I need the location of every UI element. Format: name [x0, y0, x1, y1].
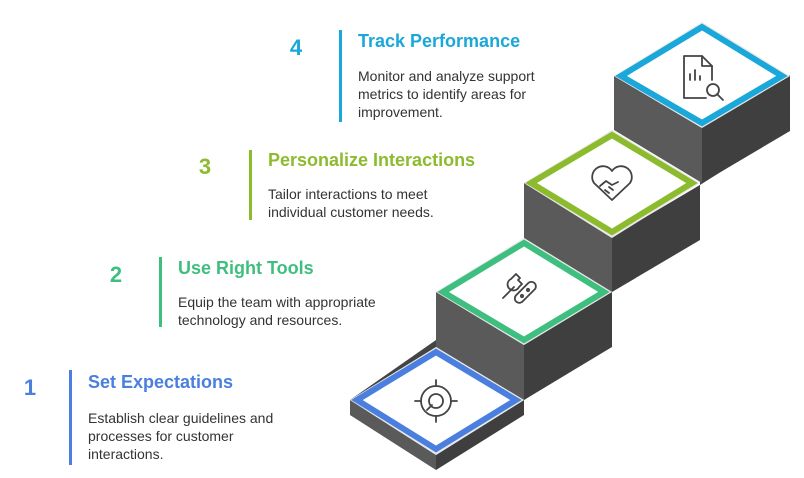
tools-icon	[502, 273, 537, 304]
step-number: 4	[289, 35, 303, 60]
step-tile-border-3	[525, 131, 698, 236]
step-title: Set Expectations	[88, 372, 234, 392]
step-description: Establish clear guidelines and processes…	[88, 410, 274, 462]
step-tile-4	[614, 22, 790, 128]
step-accent-bar	[339, 30, 342, 122]
step-accent-bar	[159, 257, 162, 327]
step-description: Monitor and analyze support metrics to i…	[358, 68, 535, 120]
report-search-icon	[683, 55, 724, 101]
step-number: 1	[23, 375, 37, 400]
step-description: Tailor interactions to meet individual c…	[268, 186, 434, 220]
handshake-heart-icon	[591, 165, 633, 201]
step-description: Equip the team with appropriate technolo…	[178, 294, 376, 328]
stair-riser-1	[350, 400, 436, 470]
step-tile-border-1	[351, 348, 522, 453]
step-title: Track Performance	[358, 31, 521, 51]
stair-side-1	[436, 400, 524, 470]
step-title: Personalize Interactions	[268, 150, 476, 170]
step-number: 2	[109, 262, 123, 287]
step-title: Use Right Tools	[178, 258, 314, 278]
stair-side-3	[612, 185, 700, 292]
stair-riser-4	[614, 76, 702, 183]
stair-riser-2	[436, 292, 524, 400]
step-tile-border-4	[615, 23, 788, 127]
stair-side-4	[702, 76, 790, 183]
stair-side-2	[524, 292, 612, 400]
target-icon	[414, 379, 458, 423]
step-number: 3	[198, 154, 212, 179]
step-tile-2	[436, 238, 612, 345]
step-tile-border-2	[437, 239, 610, 344]
step-accent-bar	[69, 370, 72, 465]
stair-riser-3	[524, 183, 612, 292]
step-tile-1	[350, 347, 524, 455]
step-accent-bar	[249, 150, 252, 220]
